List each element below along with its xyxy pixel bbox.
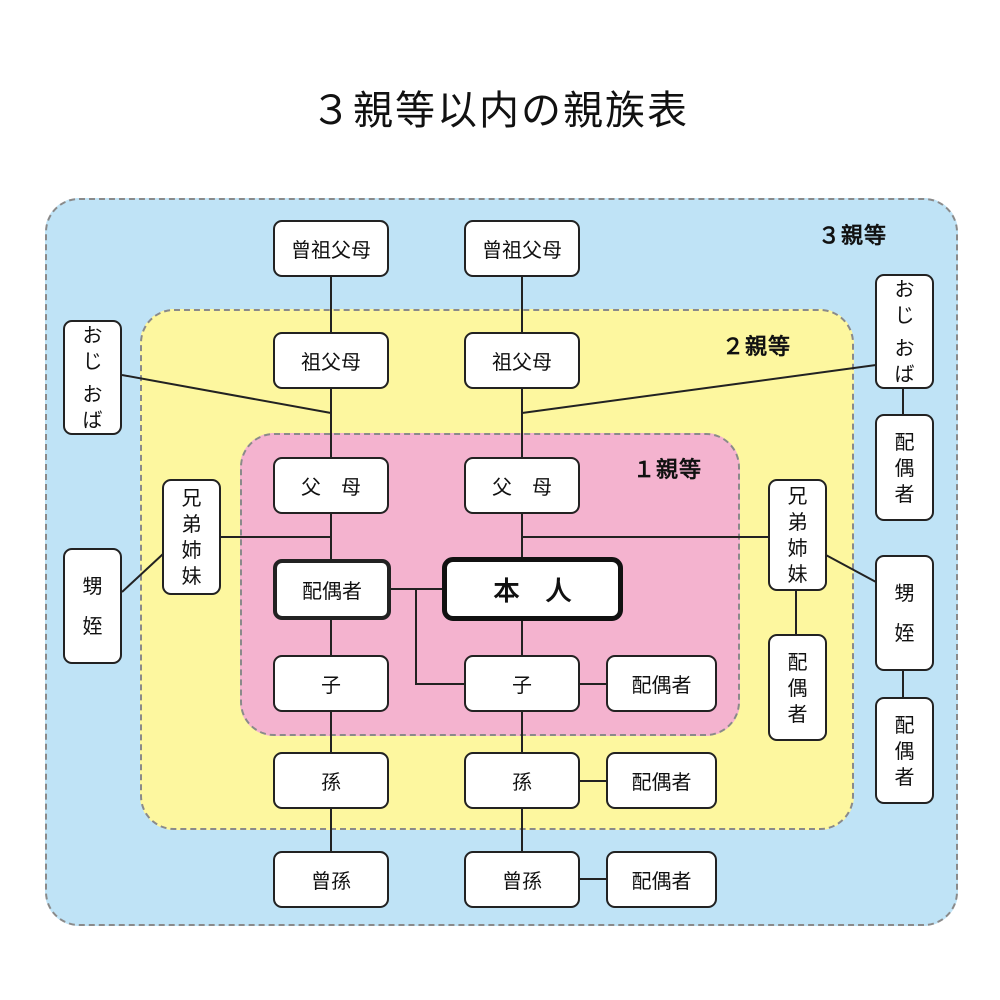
box-siblings-right-spouse: 配偶者 <box>768 634 827 741</box>
vertical-char: 妹 <box>181 564 202 588</box>
vertical-char: 妹 <box>787 562 808 586</box>
vertical-char: 姉 <box>181 538 202 562</box>
box-great-grandparents-right: 曾祖父母 <box>464 220 580 277</box>
line-spouse-child <box>415 589 466 685</box>
vertical-char: 兄 <box>181 486 202 510</box>
zone-label-degree-2: ２親等 <box>722 335 792 360</box>
box-nephew-niece-right: 甥姪 <box>875 555 934 671</box>
box-nephew-niece-right-spouse: 配偶者 <box>875 697 934 804</box>
vertical-char: 偶 <box>787 675 808 700</box>
box-nephew-niece-left: 甥姪 <box>63 548 122 664</box>
vertical-char: 配 <box>894 712 915 737</box>
box-siblings-left: 兄弟姉妹 <box>162 479 221 595</box>
box-parents-right: 父 母 <box>464 457 580 514</box>
vertical-char: お <box>894 336 915 360</box>
box-great-grandchild-spouse: 配偶者 <box>606 851 717 908</box>
box-siblings-right: 兄弟姉妹 <box>768 479 827 591</box>
box-grandchild-left: 孫 <box>273 752 389 809</box>
vertical-char: 兄 <box>787 484 808 508</box>
zone-label-degree-3: ３親等 <box>818 224 888 249</box>
box-great-grandparents-left: 曾祖父母 <box>273 220 389 277</box>
vertical-char: 偶 <box>894 455 915 480</box>
vertical-char: じ <box>82 349 103 373</box>
vertical-char: ば <box>82 408 103 432</box>
vertical-char: 配 <box>894 429 915 454</box>
box-grandchild-spouse: 配偶者 <box>606 752 717 809</box>
box-spouse: 配偶者 <box>273 559 391 620</box>
box-self: 本 人 <box>442 557 623 621</box>
box-grandparents-left: 祖父母 <box>273 332 389 389</box>
vertical-char: お <box>82 323 103 347</box>
box-grandchild-right: 孫 <box>464 752 580 809</box>
vertical-char: 者 <box>787 701 808 726</box>
page-title: ３親等以内の親族表 <box>311 88 689 134</box>
vertical-char: 偶 <box>894 738 915 763</box>
vertical-char: 甥 <box>82 574 103 598</box>
box-grandparents-right: 祖父母 <box>464 332 580 389</box>
box-uncle-aunt-right-spouse: 配偶者 <box>875 414 934 521</box>
vertical-char: 弟 <box>181 512 202 536</box>
box-child-spouse: 配偶者 <box>606 655 717 712</box>
vertical-char: 者 <box>894 481 915 506</box>
line-uncle-aunt-right <box>521 364 877 414</box>
box-parents-left: 父 母 <box>273 457 389 514</box>
vertical-char: ば <box>894 362 915 386</box>
zone-label-degree-1: １親等 <box>633 458 703 483</box>
line-uncle-aunt-left <box>121 374 332 414</box>
box-uncle-aunt-left: おじおば <box>63 320 122 435</box>
line-nephew-niece-right <box>823 553 877 583</box>
vertical-char: じ <box>894 303 915 327</box>
box-child-left: 子 <box>273 655 389 712</box>
vertical-char: 姪 <box>894 621 915 645</box>
box-great-grandchild-left: 曾孫 <box>273 851 389 908</box>
line-nephew-niece-left <box>121 553 164 593</box>
vertical-char: 弟 <box>787 510 808 534</box>
vertical-char: 者 <box>894 764 915 789</box>
vertical-char: お <box>82 382 103 406</box>
vertical-char: 姉 <box>787 536 808 560</box>
box-great-grandchild-right: 曾孫 <box>464 851 580 908</box>
vertical-char: 甥 <box>894 581 915 605</box>
vertical-char: 姪 <box>82 614 103 638</box>
vertical-char: お <box>894 277 915 301</box>
vertical-char: 配 <box>787 649 808 674</box>
box-child-right: 子 <box>464 655 580 712</box>
box-uncle-aunt-right: おじおば <box>875 274 934 389</box>
